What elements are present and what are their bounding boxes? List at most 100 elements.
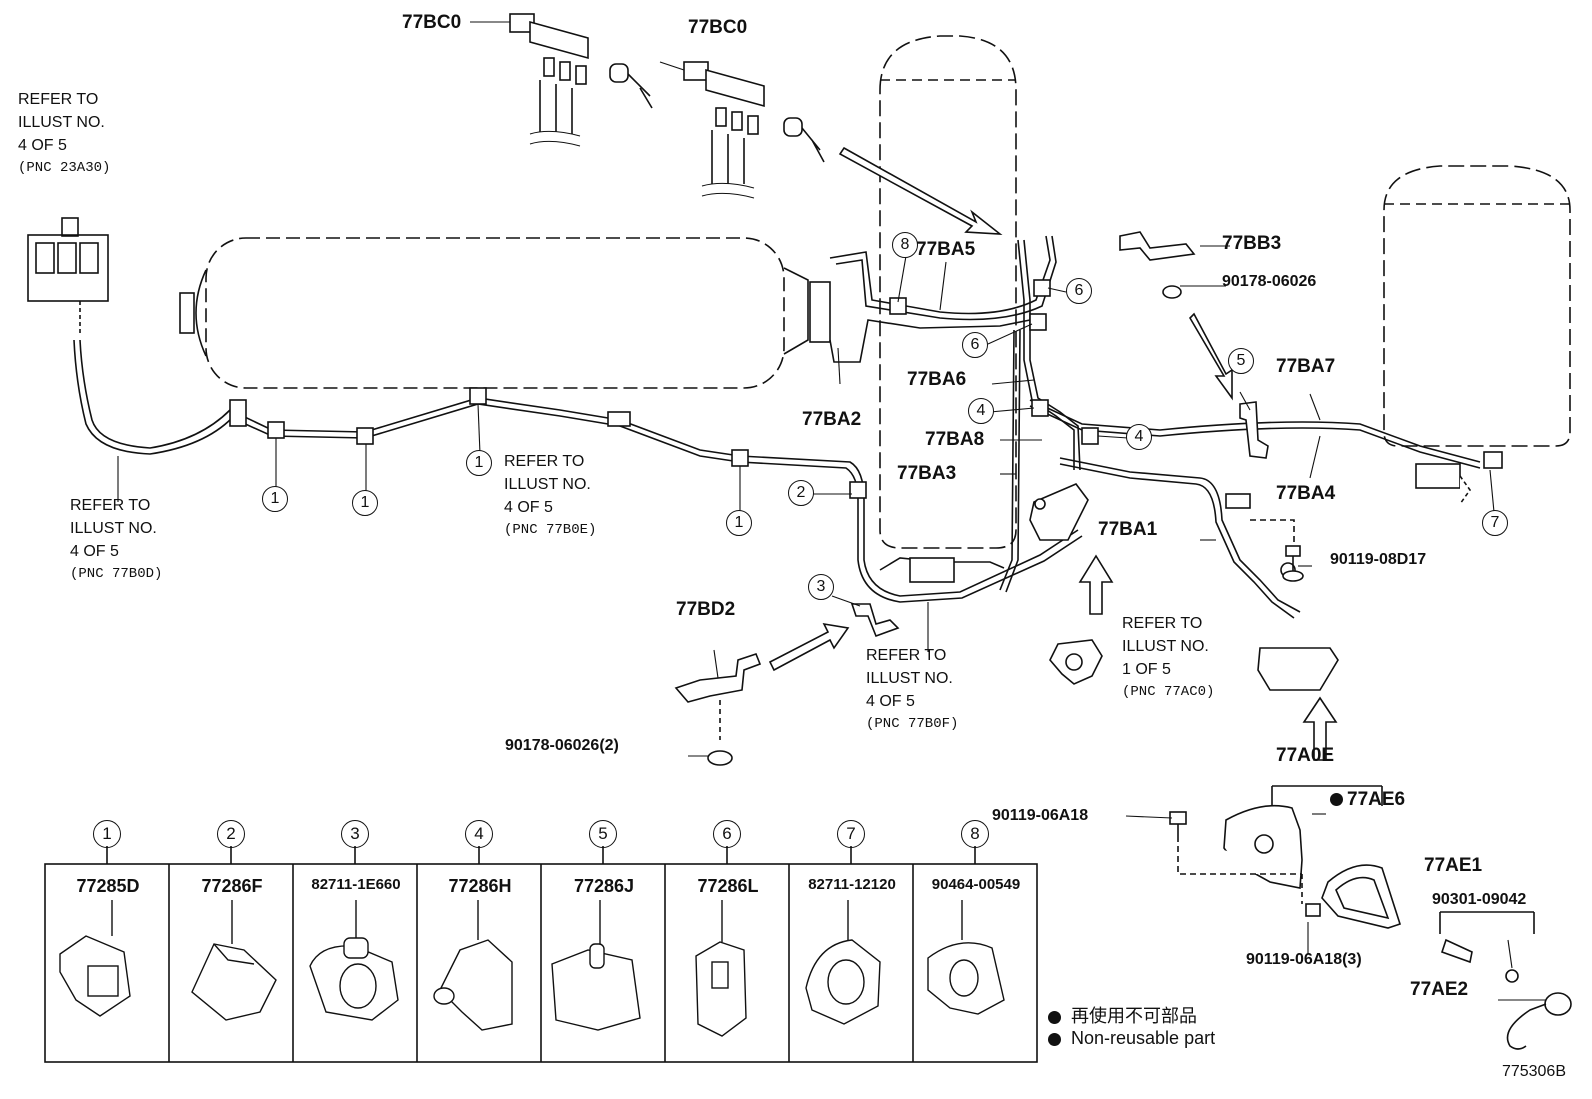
- refer-line: ILLUST NO.: [70, 520, 157, 537]
- legend-num-8: 8: [961, 820, 989, 848]
- label-77bc0-left: 77BC0: [402, 12, 462, 33]
- refer-line: 1 OF 5: [1122, 661, 1171, 678]
- figure-id: 775306B: [1501, 1063, 1566, 1080]
- legend-part-90464-00549: 90464-00549: [931, 876, 1021, 893]
- refer-note-77b0d: REFER TO ILLUST NO. 4 OF 5 (PNC 77B0D): [70, 494, 162, 586]
- legend-num-5: 5: [589, 820, 617, 848]
- legend-part-82711-12120: 82711-12120: [808, 876, 896, 893]
- label-90119-08d17: 90119-08D17: [1330, 551, 1427, 568]
- label-77ae1: 77AE1: [1424, 855, 1483, 876]
- label-77ba4: 77BA4: [1276, 483, 1336, 504]
- label-77ae2: 77AE2: [1410, 979, 1469, 1000]
- callout-4: 4: [1126, 424, 1152, 450]
- refer-pnc: (PNC 77AC0): [1122, 684, 1215, 700]
- label-77ba3: 77BA3: [897, 463, 957, 484]
- non-reusable-note-en: Non-reusable part: [1048, 1028, 1215, 1049]
- label-77bb3: 77BB3: [1222, 233, 1282, 254]
- label-77ba1: 77BA1: [1098, 519, 1158, 540]
- clip-82711-1E660-illustration: [309, 900, 399, 1021]
- legend-num-1: 1: [93, 820, 121, 848]
- label-77ae6: 77AE6: [1330, 790, 1405, 809]
- label-77bc0-right: 77BC0: [688, 17, 748, 38]
- clip-90464-00549-illustration: [927, 900, 1005, 1015]
- connector-assembly-upper-right: [683, 61, 825, 199]
- horizontal-tank: [179, 237, 831, 389]
- refer-note-77ac0: REFER TO ILLUST NO. 1 OF 5 (PNC 77AC0): [1122, 612, 1214, 704]
- clip-77286F-illustration: [191, 900, 277, 1021]
- legend-part-77285d: 77285D: [76, 876, 140, 896]
- refer-note-77b0e: REFER TO ILLUST NO. 4 OF 5 (PNC 77B0E): [504, 450, 596, 542]
- refer-line: 4 OF 5: [70, 543, 119, 560]
- refer-note-23a30: REFER TO ILLUST NO. 4 OF 5 (PNC 23A30): [18, 88, 110, 180]
- callout-8: 8: [892, 232, 918, 258]
- assembly-arrows: [768, 146, 1338, 761]
- refer-line: ILLUST NO.: [18, 114, 105, 131]
- assembly-77A0E: [1169, 785, 1402, 929]
- non-reusable-jp-text: 再使用不可部品: [1071, 1006, 1197, 1026]
- clip-77286L-illustration: [695, 900, 747, 1037]
- legend-num-6: 6: [713, 820, 741, 848]
- label-77ba2: 77BA2: [802, 409, 862, 430]
- label-77ba6: 77BA6: [907, 369, 967, 390]
- label-77ae6-text: 77AE6: [1347, 789, 1406, 810]
- callout-1: 1: [262, 486, 288, 512]
- bracket-77BD2: [674, 653, 762, 766]
- right-tank-fittings: [1415, 451, 1503, 505]
- refer-line: ILLUST NO.: [866, 670, 953, 687]
- refer-line: REFER TO: [866, 647, 947, 664]
- clip-77286J-illustration: [551, 900, 641, 1031]
- label-90178-06026: 90178-06026: [1222, 273, 1317, 290]
- wire-harness-lower: [879, 557, 1005, 583]
- legend-part-77286h: 77286H: [448, 876, 512, 896]
- label-77a0e: 77A0E: [1276, 745, 1335, 766]
- label-77ba7: 77BA7: [1276, 356, 1336, 377]
- valve-block: [1029, 483, 1089, 541]
- sensor-77BA1-end: [1225, 493, 1339, 691]
- callout-1: 1: [466, 450, 492, 476]
- legend-num-4: 4: [465, 820, 493, 848]
- legend-part-77286l: 77286L: [697, 876, 759, 896]
- refer-line: REFER TO: [18, 91, 99, 108]
- label-77bd2: 77BD2: [676, 599, 736, 620]
- label-90119-06a18-3: 90119-06A18(3): [1246, 951, 1362, 968]
- label-77ba5: 77BA5: [916, 239, 976, 260]
- clip-77286H-illustration: [433, 900, 513, 1031]
- refer-pnc: (PNC 77B0D): [70, 566, 163, 582]
- vertical-tank-right: [1383, 165, 1571, 447]
- bullet-dot-icon: [1048, 1032, 1061, 1046]
- refer-line: REFER TO: [70, 497, 151, 514]
- refer-pnc: (PNC 77B0F): [866, 716, 959, 732]
- label-90301-09042: 90301-09042: [1432, 891, 1527, 908]
- label-90178-06026-2: 90178-06026(2): [505, 737, 619, 754]
- legend-part-77286f: 77286F: [201, 876, 263, 896]
- legend-clip-illustrations: [59, 900, 1005, 1037]
- refer-line: 4 OF 5: [18, 137, 67, 154]
- sensor-77AC0: [1049, 639, 1103, 685]
- wire-harness-tank: [829, 235, 1057, 593]
- harness-clips: [229, 279, 1099, 499]
- refer-line: REFER TO: [504, 453, 585, 470]
- callout-1: 1: [726, 510, 752, 536]
- callout-3: 3: [808, 574, 834, 600]
- bracket-77BB3: [1119, 231, 1196, 299]
- bracket-callout-5: [1239, 401, 1269, 459]
- legend-table: [44, 846, 1038, 1063]
- connector-assembly-upper-left: [509, 13, 653, 147]
- leader-lines: [117, 21, 1546, 1001]
- non-reusable-dot-icon: [1330, 793, 1343, 807]
- clip-77285D-illustration: [59, 900, 131, 1017]
- callout-5: 5: [1228, 348, 1254, 374]
- refer-line: 4 OF 5: [504, 499, 553, 516]
- callout-6: 6: [962, 332, 988, 358]
- refer-line: REFER TO: [1122, 615, 1203, 632]
- label-90119-06a18: 90119-06A18: [992, 807, 1089, 824]
- refer-pnc: (PNC 23A30): [18, 160, 111, 176]
- legend-part-82711-1e660: 82711-1E660: [311, 876, 401, 893]
- legend-num-2: 2: [217, 820, 245, 848]
- refer-line: ILLUST NO.: [1122, 638, 1209, 655]
- non-reusable-en-text: Non-reusable part: [1071, 1028, 1216, 1048]
- refer-note-77b0f: REFER TO ILLUST NO. 4 OF 5 (PNC 77B0F): [866, 644, 958, 736]
- clip-82711-12120-illustration: [805, 900, 881, 1025]
- callout-7: 7: [1482, 510, 1508, 536]
- callout-6: 6: [1066, 278, 1092, 304]
